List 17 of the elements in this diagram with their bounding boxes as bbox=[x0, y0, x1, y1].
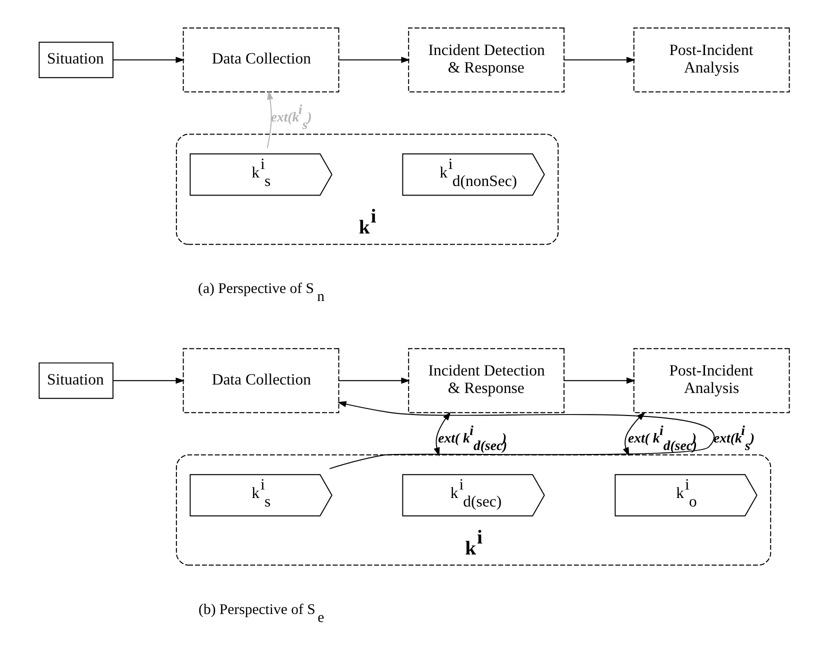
node-box: Data Collection bbox=[182, 348, 339, 414]
arrow bbox=[433, 412, 450, 456]
node-box: Situation bbox=[38, 42, 113, 78]
arrow bbox=[563, 56, 635, 64]
arrow bbox=[338, 56, 410, 64]
node-box: Data Collection bbox=[182, 27, 339, 92]
node-box: Incident Detection & Response bbox=[408, 348, 564, 414]
node-box: Situation bbox=[38, 362, 113, 399]
arrow bbox=[563, 378, 635, 384]
arrow bbox=[328, 401, 714, 470]
arrow bbox=[112, 378, 184, 384]
node-box: Post-Incident Analysis bbox=[632, 348, 790, 414]
arrow bbox=[338, 378, 410, 384]
node-box: Post-Incident Analysis bbox=[632, 27, 790, 92]
arrow bbox=[112, 56, 184, 64]
arrow bbox=[266, 90, 273, 148]
node-box: Incident Detection & Response bbox=[408, 27, 564, 92]
